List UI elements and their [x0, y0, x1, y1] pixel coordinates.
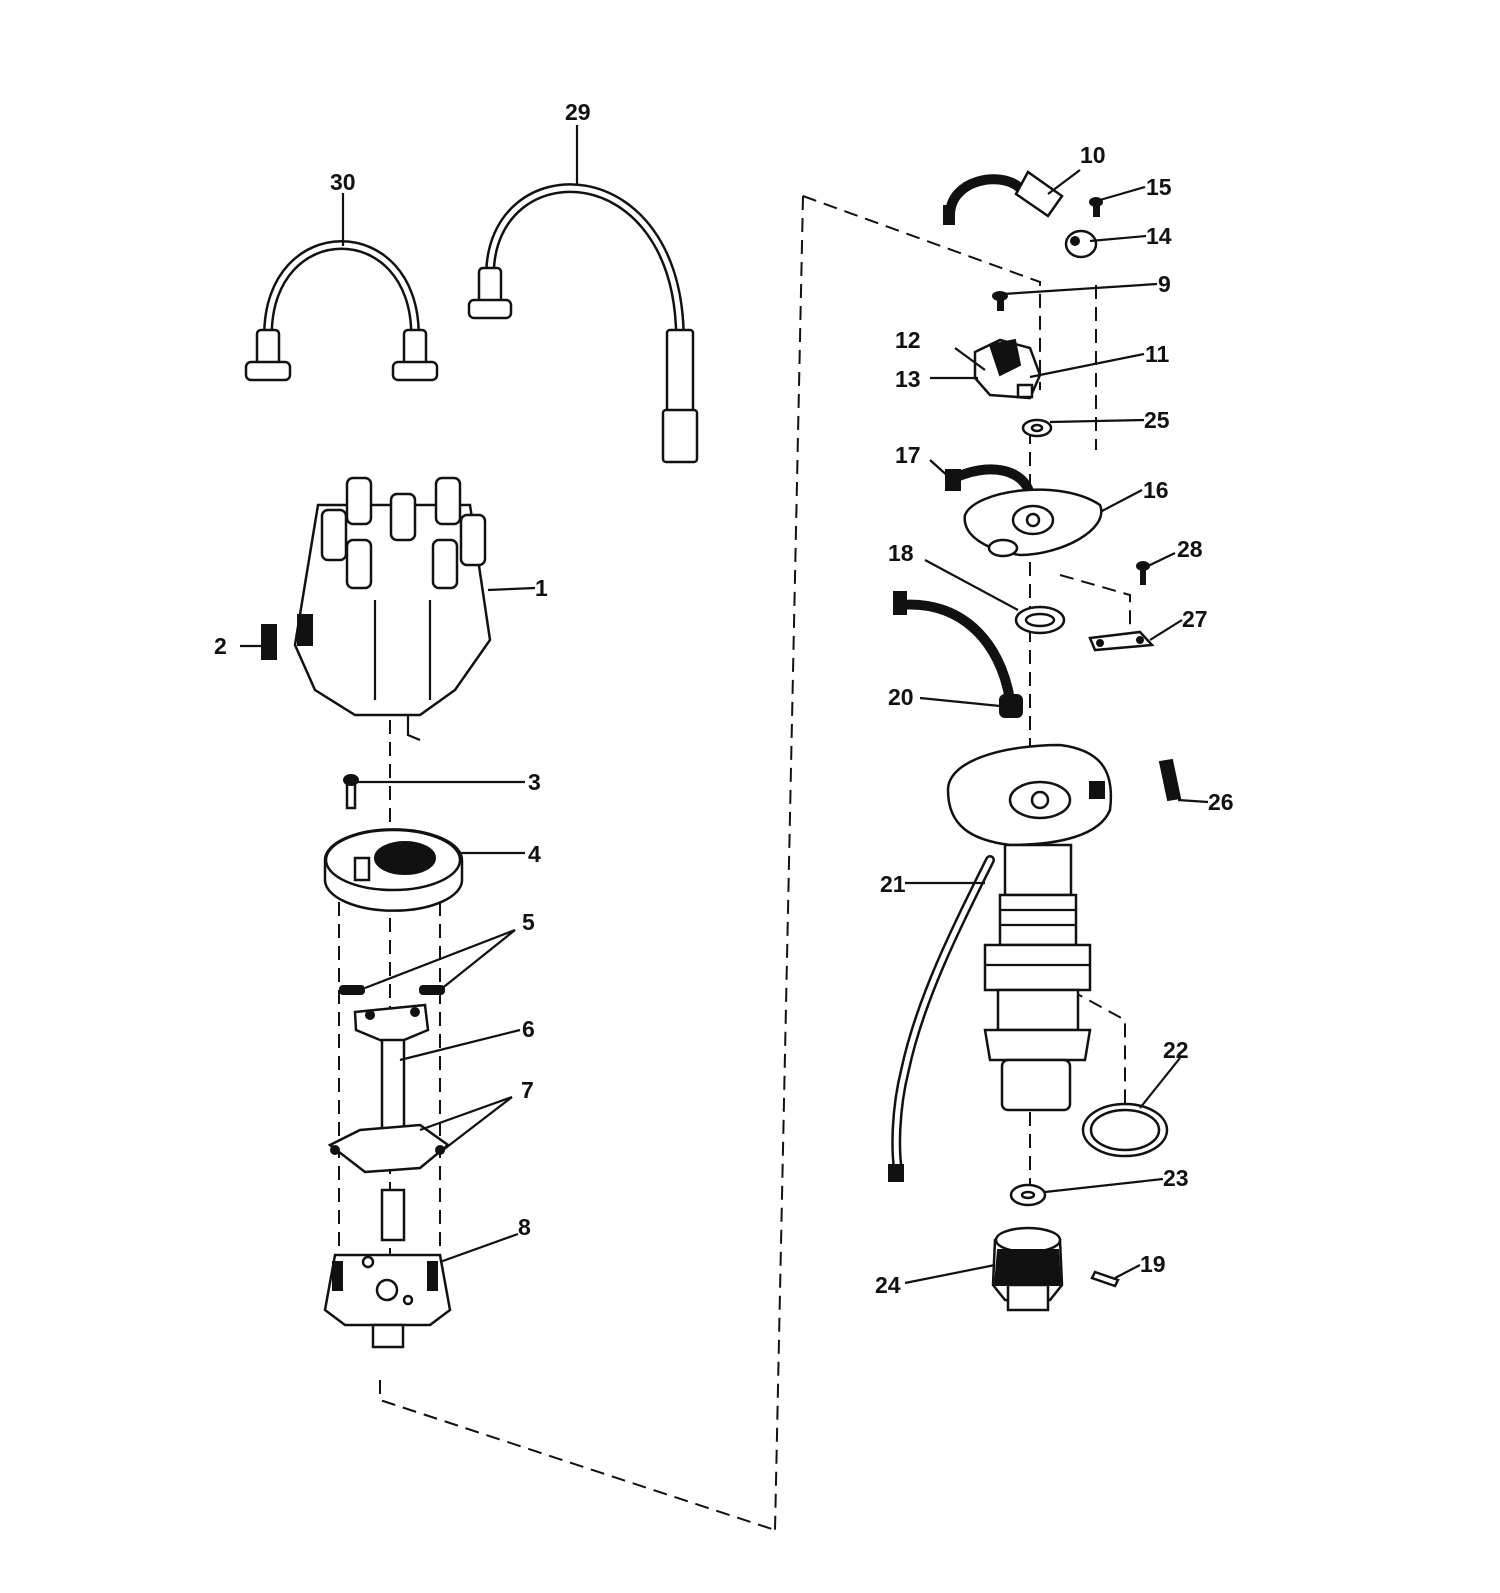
- distributor-housing: [888, 743, 1113, 1182]
- condenser-clamp: [1064, 229, 1098, 259]
- roll-pin: [1090, 1270, 1120, 1288]
- bracket: [1088, 630, 1155, 652]
- clamp-screw: [1089, 197, 1103, 217]
- callout-7: 7: [521, 1077, 534, 1103]
- callout-14: 14: [1146, 223, 1172, 249]
- callout-labels: 1 2 3 4 5 6 7 8 9 10 11 12 13 14 15 16 1…: [214, 99, 1234, 1298]
- callout-6: 6: [522, 1016, 535, 1042]
- bracket-screw: [1136, 561, 1150, 585]
- callout-27: 27: [1182, 606, 1208, 632]
- callout-21: 21: [880, 871, 906, 897]
- weight-base: [327, 1123, 451, 1242]
- distributor-cap: [293, 476, 492, 742]
- callout-5: 5: [522, 909, 535, 935]
- breaker-plate: [945, 464, 1103, 558]
- housing-plate: [323, 1253, 452, 1349]
- callout-13: 13: [895, 366, 921, 392]
- felt-washer: [1021, 418, 1053, 438]
- spark-plug-wire-short: [244, 240, 439, 382]
- callout-28: 28: [1177, 536, 1203, 562]
- spark-plug-wire-long: [467, 183, 699, 464]
- callout-25: 25: [1144, 407, 1170, 433]
- leader-lines: [240, 125, 1209, 1285]
- callout-3: 3: [528, 769, 541, 795]
- o-ring: [1081, 1102, 1169, 1158]
- rotor: [323, 828, 464, 912]
- callout-20: 20: [888, 684, 914, 710]
- advance-springs: [339, 985, 445, 995]
- callout-26: 26: [1208, 789, 1234, 815]
- callout-30: 30: [330, 169, 356, 195]
- callout-19: 19: [1140, 1251, 1166, 1277]
- callout-17: 17: [895, 442, 921, 468]
- callout-23: 23: [1163, 1165, 1189, 1191]
- callout-9: 9: [1158, 271, 1171, 297]
- callout-1: 1: [535, 575, 548, 601]
- callout-12: 12: [895, 327, 921, 353]
- rotor-screw: [343, 774, 359, 810]
- callout-15: 15: [1146, 174, 1172, 200]
- callout-18: 18: [888, 540, 914, 566]
- callout-11: 11: [1145, 341, 1170, 367]
- callout-24: 24: [875, 1272, 901, 1298]
- shaft-washer: [1009, 1183, 1047, 1207]
- callout-29: 29: [565, 99, 591, 125]
- seal-ring: [1014, 605, 1066, 635]
- cap-latch: [261, 624, 277, 660]
- callout-22: 22: [1163, 1037, 1189, 1063]
- condenser: [943, 170, 1064, 225]
- spring-weight: [1158, 758, 1182, 802]
- callout-4: 4: [528, 841, 541, 867]
- contact-set: [973, 338, 1042, 400]
- callout-2: 2: [214, 633, 227, 659]
- callout-10: 10: [1080, 142, 1106, 168]
- primary-lead: [893, 591, 1023, 718]
- callout-8: 8: [518, 1214, 531, 1240]
- callout-16: 16: [1143, 477, 1169, 503]
- drive-gear: [991, 1226, 1064, 1312]
